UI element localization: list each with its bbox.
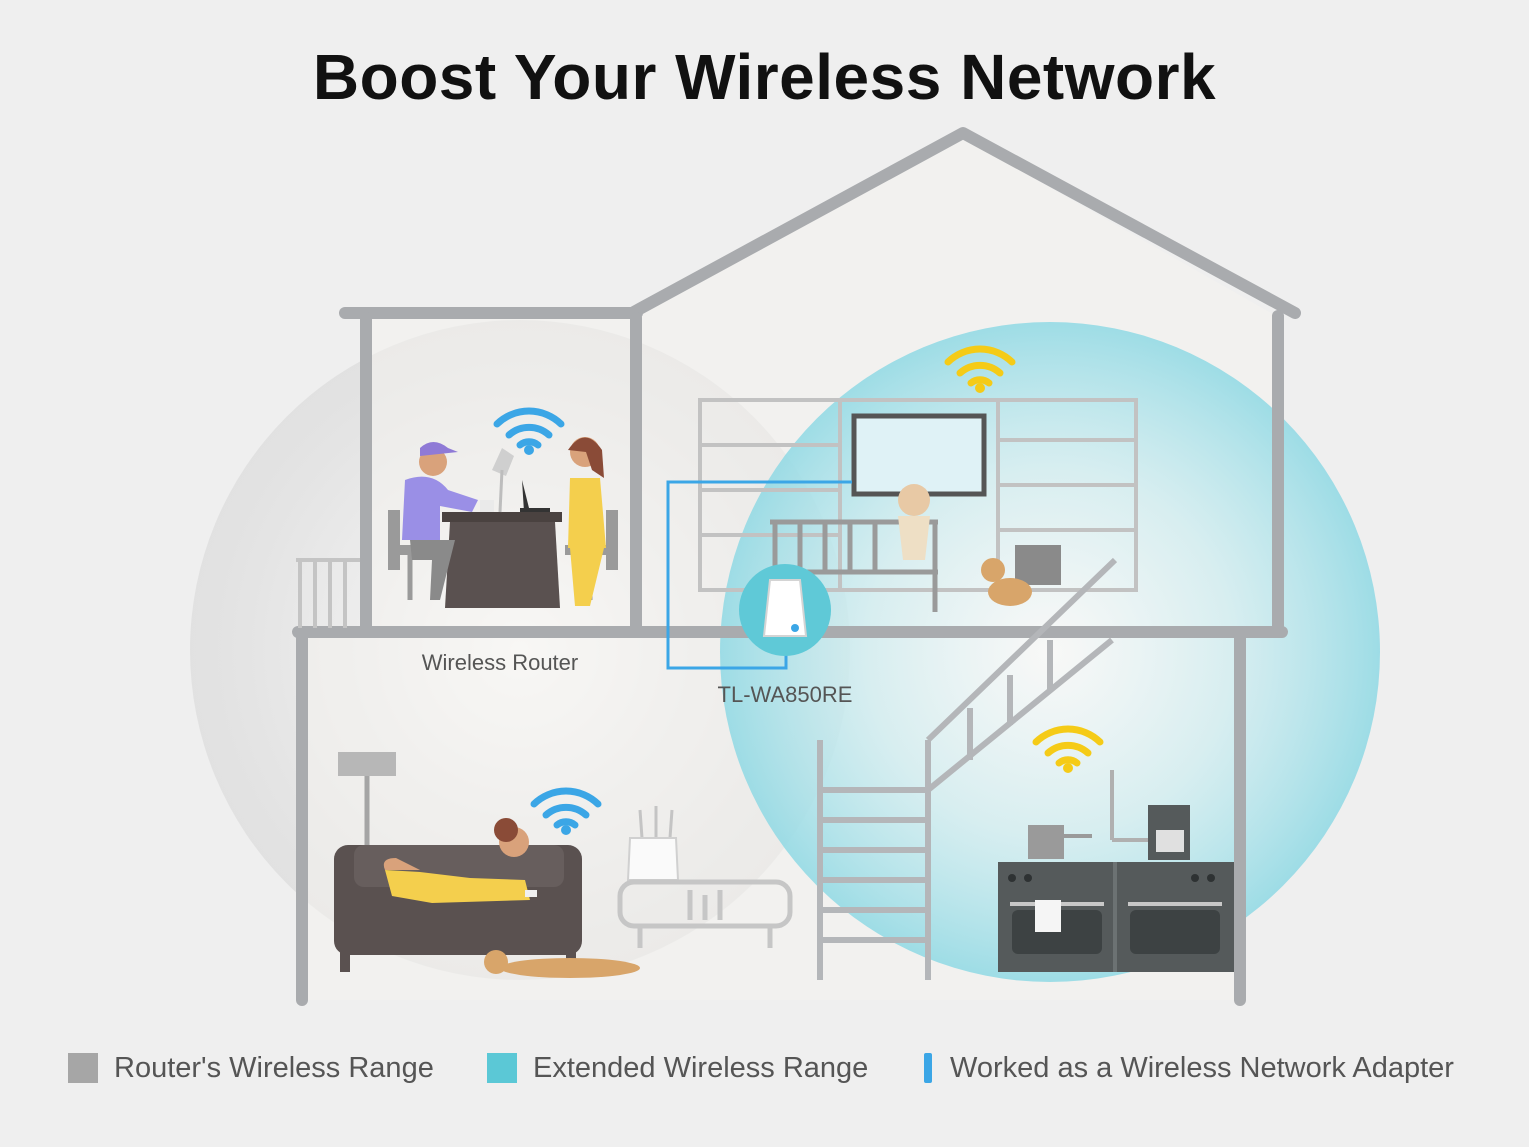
legend-item-adapter: Worked as a Wireless Network Adapter (924, 1048, 1454, 1088)
tv-screen (851, 413, 987, 497)
page-title: Boost Your Wireless Network (312, 41, 1217, 113)
wifi-icon-dot (975, 383, 985, 393)
staircase (817, 557, 1118, 980)
wifi-icon (493, 407, 565, 449)
storage-box (1015, 545, 1061, 585)
extender-led (791, 624, 799, 632)
legend-label: Extended Wireless Range (533, 1051, 869, 1084)
legend-label: Router's Wireless Range (114, 1051, 434, 1084)
router-label: Wireless Router (422, 650, 578, 675)
baby (898, 484, 930, 516)
extender-label: TL-WA850RE (718, 682, 853, 707)
wifi-icon (944, 345, 1016, 387)
legend-bar-blue (924, 1053, 932, 1083)
wifi-icon-dot (561, 825, 571, 835)
legend-swatch-cyan (487, 1053, 517, 1083)
legend-label: Worked as a Wireless Network Adapter (950, 1051, 1454, 1084)
wifi-icon (1032, 725, 1104, 767)
side-table (617, 879, 793, 948)
balcony-railing (296, 558, 360, 628)
legend-item-router-range: Router's Wireless Range (68, 1048, 434, 1088)
wifi-icon (530, 787, 602, 829)
wifi-icon-dot (1063, 763, 1073, 773)
ethernet-cable (666, 480, 852, 670)
legend-swatch-gray (68, 1053, 98, 1083)
kitchen-scene (998, 770, 1234, 972)
legend: Router's Wireless Range Extended Wireles… (0, 1048, 1529, 1088)
legend-item-extended-range: Extended Wireless Range (487, 1048, 868, 1088)
baby-body (898, 516, 930, 560)
extender-device (762, 579, 808, 637)
living-room-scene (334, 752, 640, 978)
wifi-icon-dot (524, 445, 534, 455)
office-scene (388, 437, 618, 608)
dog (981, 558, 1032, 606)
nursery-scene (698, 398, 1138, 592)
router-device (626, 806, 680, 881)
